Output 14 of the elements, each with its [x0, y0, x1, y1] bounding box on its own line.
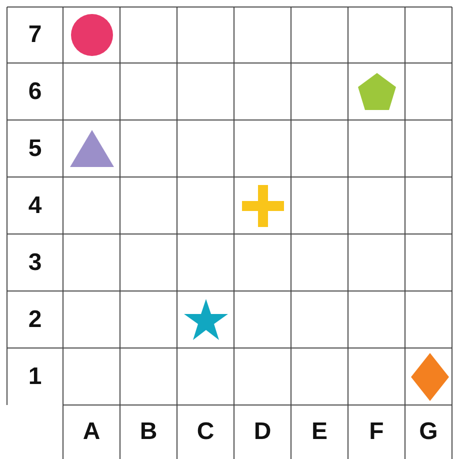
column-letter: D [252, 418, 272, 446]
row-number: 4 [27, 192, 43, 220]
row-number: 3 [27, 248, 43, 276]
row-number: 7 [27, 21, 43, 49]
column-letter: B [138, 418, 158, 446]
row-number: 5 [27, 134, 43, 162]
row-number: 1 [27, 362, 43, 390]
column-letter: A [82, 418, 102, 446]
column-letter: C [196, 418, 216, 446]
column-letter: G [418, 418, 439, 446]
column-letter: F [368, 418, 385, 446]
column-letter: E [310, 418, 328, 446]
row-number: 2 [27, 306, 43, 334]
row-number: 6 [27, 78, 43, 106]
